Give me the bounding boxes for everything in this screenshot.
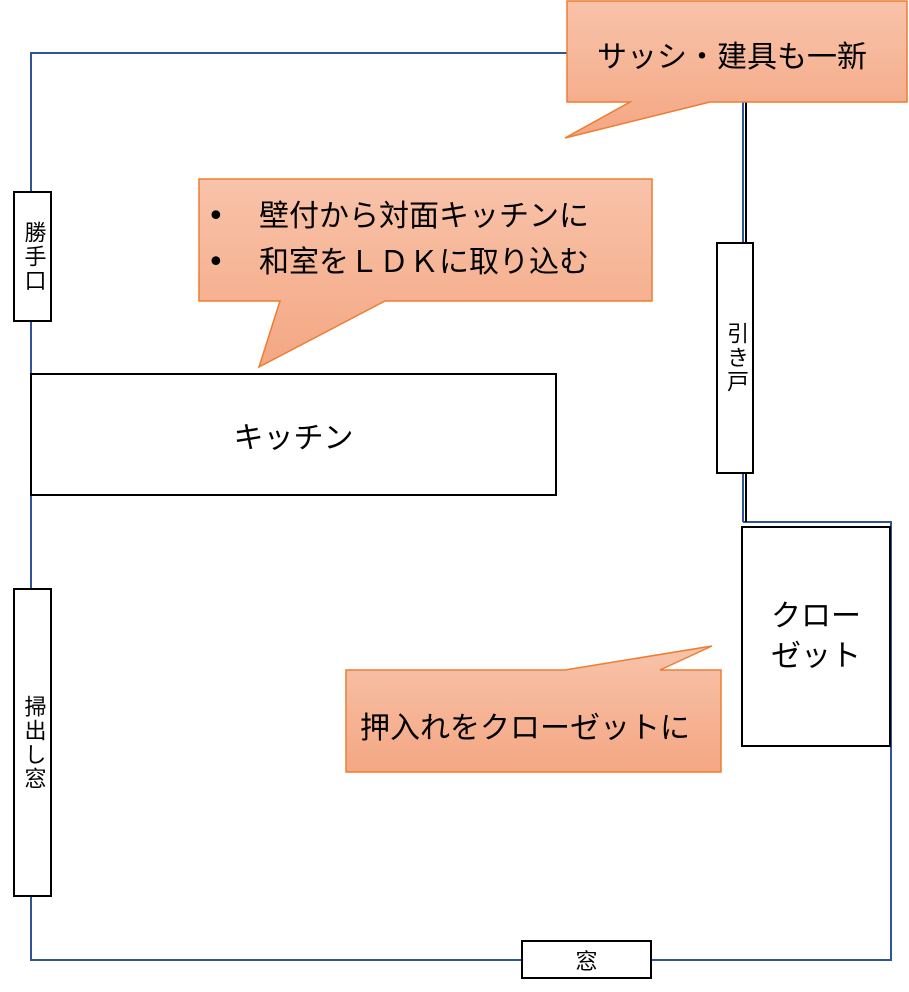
callout-closet-shape: [345, 645, 722, 773]
window-label: 窓: [575, 949, 598, 975]
closet-label-line1: クロー: [771, 598, 861, 634]
sliding-door-label: 引き戸: [723, 322, 748, 394]
callout-closet-text: 押入れをクローゼットに: [360, 711, 690, 746]
callout-kitchen-item: 壁付から対面キッチンに: [199, 194, 589, 240]
callout-kitchen-item: 和室をＬＤＫに取り込む: [199, 240, 589, 286]
window: 窓: [521, 940, 652, 979]
sweep-window: 掃出し窓: [13, 588, 52, 897]
back-door-label: 勝手口: [20, 220, 46, 293]
closet: クロー ゼット: [741, 526, 891, 747]
callout-kitchen-list: 壁付から対面キッチンに 和室をＬＤＫに取り込む: [199, 194, 589, 286]
closet-label-line2: ゼット: [771, 638, 861, 674]
kitchen-label: キッチン: [233, 420, 354, 456]
kitchen: キッチン: [30, 373, 557, 496]
callout-sash-shape: [564, 0, 908, 139]
callout-sash-text: サッシ・建具も一新: [597, 40, 867, 75]
sweep-window-label: 掃出し窓: [20, 694, 46, 791]
back-door: 勝手口: [13, 191, 52, 322]
sliding-door: 引き戸: [716, 242, 754, 474]
